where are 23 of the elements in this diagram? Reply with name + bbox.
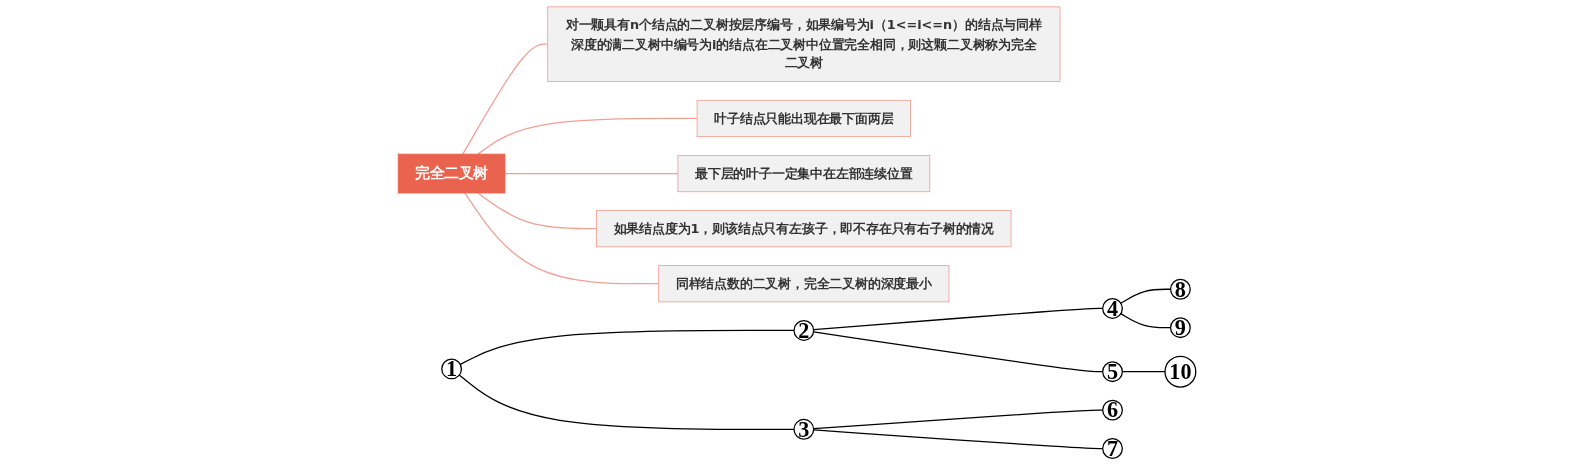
node-box: 叶子结点只能出现在最下面两层 (696, 99, 911, 138)
node-circle: 5 (1102, 361, 1123, 383)
connector (459, 329, 795, 366)
node-circle: 7 (1102, 438, 1123, 459)
connector (477, 192, 598, 230)
node-circle: 2 (793, 320, 815, 341)
node-box: 最下层的叶子一定集中在左部连续位置 (677, 155, 931, 193)
node-circle: 3 (793, 418, 815, 440)
connector (464, 192, 660, 285)
connector (504, 172, 679, 175)
connector (458, 374, 795, 430)
node-box: 同样结点数的二叉树，完全二叉树的深度最小 (658, 265, 950, 303)
node-box: 如果结点度为1，则该结点只有左孩子，即不存在只有右子树的情况 (596, 210, 1012, 248)
node-circle: 8 (1169, 278, 1191, 300)
connector (477, 117, 698, 155)
node-circle: 10 (1164, 355, 1197, 388)
node-circle: 4 (1102, 298, 1123, 319)
node-box: 对一颗具有n个结点的二叉树按层序编号，如果编号为i（1<=i<=n）的结点与同样深度的满二叉树中编号为i的结点在二叉树中位置完全相同，则这颗二叉树称为完全二叉树 (547, 6, 1061, 82)
node-box: 完全二叉树 (397, 153, 506, 194)
node-circle: 9 (1169, 317, 1191, 339)
node-circle: 1 (441, 358, 463, 380)
node-circle: 6 (1102, 399, 1123, 421)
connector (462, 43, 549, 155)
